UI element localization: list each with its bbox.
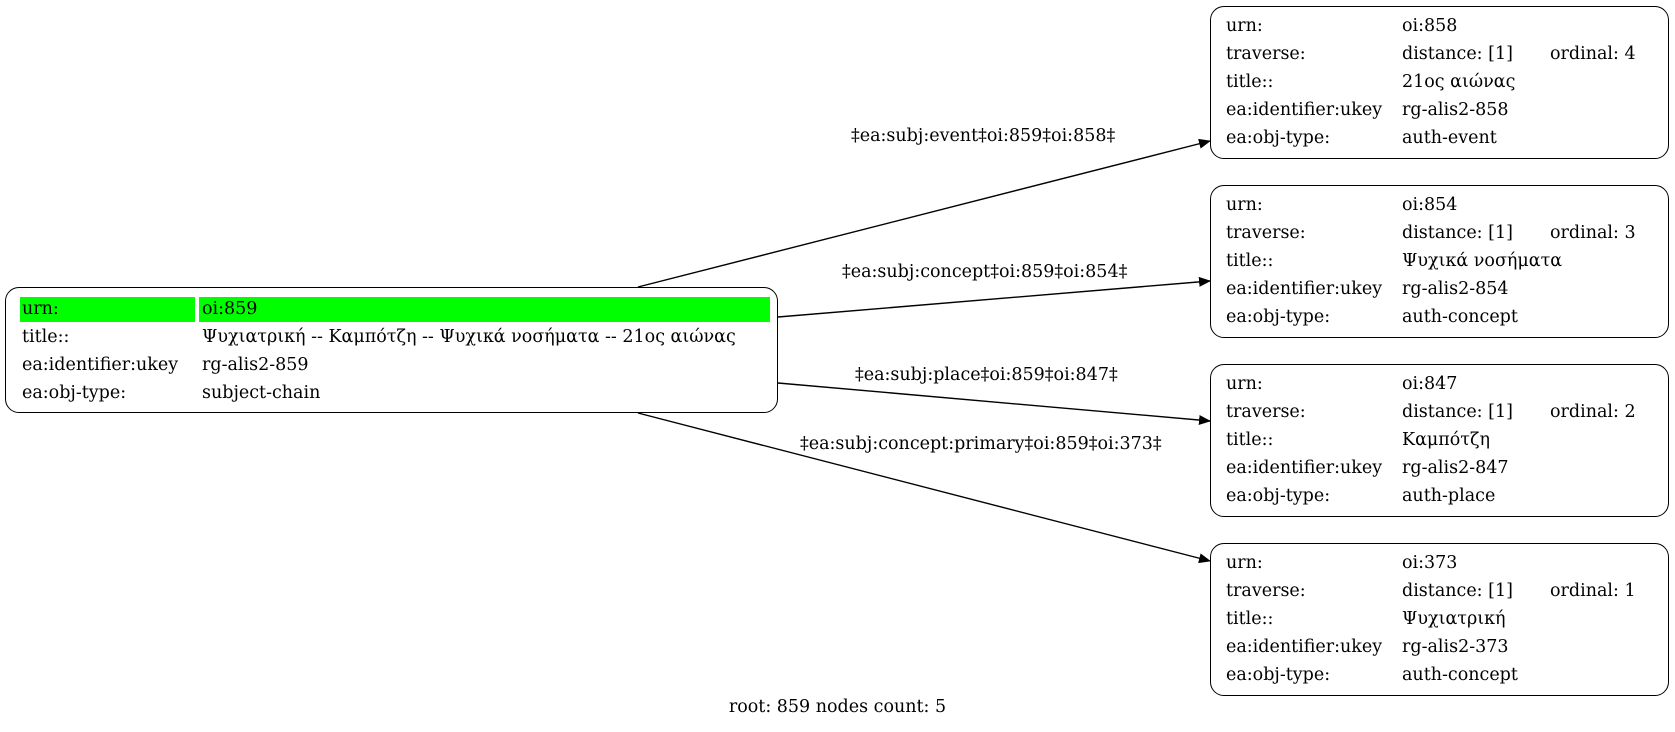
node-ukey-key: ea:identifier:ukey bbox=[1226, 279, 1383, 299]
graph-footer: root: 859 nodes count: 5 bbox=[728, 697, 947, 717]
root-ukey-value: rg-alis2-859 bbox=[202, 355, 309, 375]
root-urn-key: urn: bbox=[22, 299, 59, 319]
node-type-key: ea:obj-type: bbox=[1226, 128, 1331, 148]
node-ordinal: ordinal: 3 bbox=[1550, 223, 1636, 243]
node-urn-value: oi:847 bbox=[1402, 374, 1458, 394]
node-distance: distance: [1] bbox=[1402, 581, 1513, 601]
node-type-key: ea:obj-type: bbox=[1226, 486, 1331, 506]
node-urn-key: urn: bbox=[1226, 553, 1263, 573]
node-ordinal: ordinal: 4 bbox=[1550, 44, 1636, 64]
root-node[interactable]: urn: oi:859 title:: Ψυχιατρική -- Καμπότ… bbox=[5, 287, 778, 413]
node-distance: distance: [1] bbox=[1402, 223, 1513, 243]
node-ukey-value: rg-alis2-373 bbox=[1402, 637, 1509, 657]
node-urn-key: urn: bbox=[1226, 195, 1263, 215]
node-ukey-key: ea:identifier:ukey bbox=[1226, 637, 1383, 657]
node-urn-value: oi:858 bbox=[1402, 16, 1458, 36]
edge-858 bbox=[637, 138, 1211, 288]
node-traverse-key: traverse: bbox=[1226, 581, 1306, 601]
node-ordinal: ordinal: 2 bbox=[1550, 402, 1636, 422]
node-traverse-key: traverse: bbox=[1226, 44, 1306, 64]
node-type-value: auth-concept bbox=[1402, 665, 1518, 685]
node-title-value: Ψυχικά νοσήματα bbox=[1402, 251, 1563, 271]
node-traverse-key: traverse: bbox=[1226, 223, 1306, 243]
root-urn-key-highlight bbox=[20, 297, 195, 322]
node-urn-value: oi:373 bbox=[1402, 553, 1458, 573]
root-type-value: subject-chain bbox=[202, 383, 321, 403]
node-distance: distance: [1] bbox=[1402, 44, 1513, 64]
node-type-key: ea:obj-type: bbox=[1226, 307, 1331, 327]
node-ukey-value: rg-alis2-854 bbox=[1402, 279, 1509, 299]
edge-label-858: ‡ea:subj:event‡oi:859‡oi:858‡ bbox=[851, 126, 1116, 146]
node-urn-key: urn: bbox=[1226, 374, 1263, 394]
node-ukey-key: ea:identifier:ukey bbox=[1226, 100, 1383, 120]
node-type-key: ea:obj-type: bbox=[1226, 665, 1331, 685]
root-title-value: Ψυχιατρική -- Καμπότζη -- Ψυχικά νοσήματ… bbox=[202, 327, 736, 347]
node-title-key: title:: bbox=[1226, 430, 1274, 450]
node-type-value: auth-place bbox=[1402, 486, 1496, 506]
node-distance: distance: [1] bbox=[1402, 402, 1513, 422]
node-373[interactable]: urn: oi:373 traverse: distance: [1] ordi… bbox=[1210, 543, 1669, 696]
root-ukey-key: ea:identifier:ukey bbox=[22, 355, 179, 375]
node-ordinal: ordinal: 1 bbox=[1550, 581, 1636, 601]
node-title-key: title:: bbox=[1226, 609, 1274, 629]
root-title-key: title:: bbox=[22, 327, 70, 347]
node-854[interactable]: urn: oi:854 traverse: distance: [1] ordi… bbox=[1210, 185, 1669, 338]
edge-847 bbox=[777, 382, 1211, 426]
node-traverse-key: traverse: bbox=[1226, 402, 1306, 422]
node-858[interactable]: urn: oi:858 traverse: distance: [1] ordi… bbox=[1210, 6, 1669, 159]
node-type-value: auth-event bbox=[1402, 128, 1497, 148]
node-title-value: Καμπότζη bbox=[1402, 430, 1490, 450]
root-urn-value-highlight bbox=[199, 297, 770, 322]
node-ukey-key: ea:identifier:ukey bbox=[1226, 458, 1383, 478]
edge-label-854: ‡ea:subj:concept‡oi:859‡oi:854‡ bbox=[842, 262, 1128, 282]
root-urn-value: oi:859 bbox=[202, 299, 258, 319]
node-type-value: auth-concept bbox=[1402, 307, 1518, 327]
node-title-value: Ψυχιατρική bbox=[1402, 609, 1506, 629]
node-title-key: title:: bbox=[1226, 251, 1274, 271]
node-ukey-value: rg-alis2-858 bbox=[1402, 100, 1509, 120]
node-urn-value: oi:854 bbox=[1402, 195, 1458, 215]
edge-373 bbox=[637, 412, 1211, 564]
node-title-value: 21ος αιώνας bbox=[1402, 72, 1516, 92]
node-urn-key: urn: bbox=[1226, 16, 1263, 36]
node-847[interactable]: urn: oi:847 traverse: distance: [1] ordi… bbox=[1210, 364, 1669, 517]
node-ukey-value: rg-alis2-847 bbox=[1402, 458, 1509, 478]
root-type-key: ea:obj-type: bbox=[22, 383, 127, 403]
edge-label-847: ‡ea:subj:place‡oi:859‡oi:847‡ bbox=[855, 365, 1118, 385]
edge-label-373: ‡ea:subj:concept:primary‡oi:859‡oi:373‡ bbox=[800, 434, 1162, 454]
node-title-key: title:: bbox=[1226, 72, 1274, 92]
edge-854 bbox=[777, 276, 1211, 318]
